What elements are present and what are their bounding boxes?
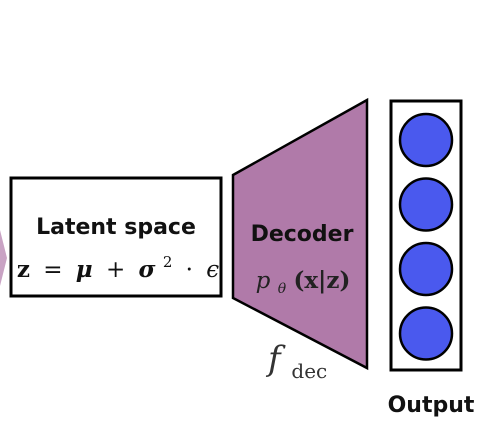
output-node (398, 112, 454, 168)
decoder-formula-p: p (256, 268, 271, 294)
decoder-title: Decoder (251, 222, 354, 247)
latent-eq-plus: + (106, 257, 125, 283)
decoder-trapezoid (231, 97, 369, 371)
latent-space-frame (9, 176, 223, 298)
latent-eq-exponent: 2 (163, 253, 173, 271)
latent-space-title: Latent space (36, 215, 196, 240)
decoder-function-subscript: dec (291, 359, 327, 383)
latent-eq-dot: · (186, 257, 193, 283)
latent-eq-equals: = (43, 257, 62, 283)
decoder-function-f: f (265, 339, 286, 379)
decoder-block: Decoder p θ (x|z) f dec (231, 97, 369, 383)
decoder-formula-args: (x|z) (293, 267, 350, 294)
latent-space-box: Latent space z = μ + σ 2 · ϵ (9, 176, 223, 298)
latent-eq-sigma: σ (139, 256, 156, 283)
output-nodes (398, 112, 454, 361)
latent-eq-mu: μ (76, 256, 93, 283)
output-node (398, 306, 454, 361)
output-node (398, 241, 454, 297)
decoder-formula-theta: θ (278, 281, 287, 297)
latent-equation: z = μ + σ 2 · ϵ (17, 247, 219, 283)
latent-eq-epsilon: ϵ (206, 257, 219, 283)
latent-eq-z: z (17, 256, 30, 283)
partial-arrow-shape (0, 230, 7, 286)
decoder-formula: p θ (x|z) (256, 267, 351, 299)
output-node (398, 177, 454, 232)
output-label: Output (388, 393, 475, 418)
output-layer: Output (388, 99, 475, 418)
decoder-function-label: f dec (265, 339, 327, 383)
